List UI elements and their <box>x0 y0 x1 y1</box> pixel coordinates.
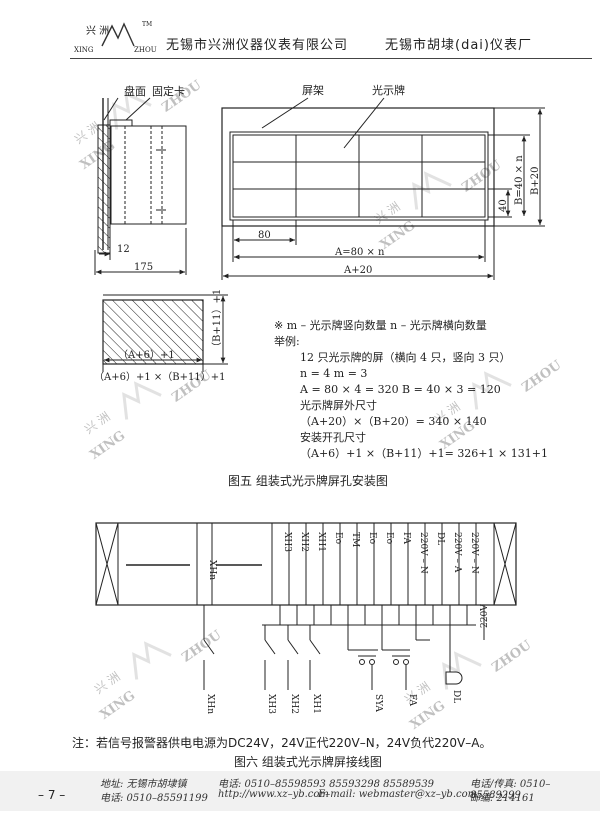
panel-hatch <box>97 124 111 254</box>
bottom-xh3: XH3 <box>266 694 276 714</box>
footer-bar: – 7 – 地址: 无锡市胡埭镇 电话: 0510–85591199 电话: 0… <box>0 771 600 811</box>
bottom-xhn: XHn <box>205 694 215 714</box>
dim-A: A=80 × n <box>334 247 385 258</box>
fig5-note-3: 12 只光示牌的屏（横向 4 只，竖向 3 只） <box>300 351 511 364</box>
bottom-sya: SYA <box>373 694 383 712</box>
terminal-eo-2: Eo <box>367 532 377 544</box>
terminal-eo-3: Eo <box>384 532 394 544</box>
fig6-note: 注：若信号报警器供电电源为DC24V，24V正代220V–N，24V负代220V… <box>72 736 492 750</box>
bottom-xh1: XH1 <box>311 694 321 714</box>
header-rule <box>70 58 592 59</box>
fig5-note-4: n = 4 m = 3 <box>300 367 368 380</box>
bottom-fa: FA <box>407 694 417 706</box>
fig5-note-8: 安装开孔尺寸 <box>300 431 366 444</box>
terminal-xhn: XHn <box>207 560 217 580</box>
company-name: 无锡市兴洲仪器仪表有限公司 <box>166 38 349 53</box>
dim-40: 40 <box>498 199 509 212</box>
company-logo: 兴 洲 XING ZHOU TM <box>74 21 157 54</box>
fig5-note-7: （A+20）×（B+20）= 340 × 140 <box>300 415 487 428</box>
terminal-220v-n-2: 220V – N <box>469 532 479 574</box>
label-clip: 固定卡 <box>152 84 185 98</box>
dim-B: B=40 × n <box>514 155 525 205</box>
cutout-view: （B+11）+1 （A+6）+1 （A+6）+1 ×（B+11）+1 <box>94 289 228 383</box>
terminal-tm: TM <box>350 532 360 547</box>
terminal-fa: FA <box>401 532 411 544</box>
footer-postcode: 邮编: 214161 <box>470 793 535 804</box>
dim-175: 175 <box>134 262 153 273</box>
terminal-xh3: XH3 <box>282 532 292 552</box>
footer-phone: 电话: 0510–85598593 85593298 85589539 <box>218 779 435 790</box>
bottom-xh2: XH2 <box>289 694 299 714</box>
side-body <box>110 125 187 225</box>
outer-frame <box>221 107 495 227</box>
logo-text-xing: XING <box>74 46 94 54</box>
front-view: 屏架 光示牌 80 A=80 × n A+20 40 B=40 × n B+20 <box>221 83 545 280</box>
fig5-drawing: 盘面 固定卡 12 175 屏架 光示牌 80 A=80 × n A+20 <box>94 83 545 383</box>
terminal-eo-1: Eo <box>333 532 343 544</box>
factory-name: 无锡市胡埭(dai)仪表厂 <box>385 38 532 53</box>
dim-12: 12 <box>117 244 130 255</box>
dim-B20: B+20 <box>530 167 541 195</box>
label-board: 光示牌 <box>372 83 405 97</box>
fig6-caption: 图六 组装式光示牌屏接线图 <box>234 755 382 769</box>
fig6-drawing: XHn XH3 XH2 XH1 Eo TM Eo Eo FA 220V – N … <box>95 522 517 714</box>
terminal-220v-a: 220V – A <box>452 532 462 573</box>
footer-web[interactable]: http://www.xz–yb.com <box>218 789 329 800</box>
inner-frame <box>229 131 489 221</box>
cut-formula: （A+6）+1 ×（B+11）+1 <box>94 371 225 383</box>
side-view: 盘面 固定卡 12 175 <box>94 84 187 275</box>
footer-fax: 电话/传真: 0510–85589299 <box>470 779 551 801</box>
page-number: – 7 – <box>38 788 66 802</box>
terminal-xh2: XH2 <box>299 532 309 552</box>
footer-email[interactable]: E–mail: webmaster@xz–yb.com <box>318 789 478 800</box>
terminal-220v-n-1: 220V – N <box>418 532 428 574</box>
cut-height: （B+11）+1 <box>211 289 223 352</box>
label-frame: 屏架 <box>302 84 324 97</box>
logo-text-zhou: ZHOU <box>134 46 157 54</box>
cutout-hatch <box>102 299 204 365</box>
footer-address: 地址: 无锡市胡埭镇 <box>100 779 187 790</box>
dim-80: 80 <box>258 230 271 241</box>
fig5-note-2: 举例: <box>274 335 300 348</box>
fig5-note-5: A = 80 × 4 = 320 B = 40 × 3 = 120 <box>300 383 501 396</box>
logo-mountain-shape <box>101 22 135 47</box>
dim-A20: A+20 <box>343 265 372 276</box>
fig5-caption: 图五 组装式光示牌屏孔安装图 <box>228 474 388 488</box>
terminal-xh1: XH1 <box>316 532 326 552</box>
fig5-note-1: ※ m – 光示牌竖向数量 n – 光示牌横向数量 <box>274 319 487 332</box>
logo-text-cn: 兴 洲 <box>86 25 109 37</box>
label-220v: 220V <box>480 604 490 628</box>
bottom-dl: DL <box>451 690 461 703</box>
logo-tm: TM <box>142 21 152 28</box>
cut-width: （A+6）+1 <box>118 349 175 361</box>
wiring <box>203 605 485 690</box>
terminal-dl: DL <box>435 532 445 545</box>
footer-phone2: 电话: 0510–85591199 <box>100 793 208 804</box>
fig5-note-9: （A+6）+1 ×（B+11）+1= 326+1 × 131+1 <box>300 447 548 460</box>
fig5-note-6: 光示牌屏外尺寸 <box>300 399 377 412</box>
label-panel: 盘面 <box>124 84 146 98</box>
